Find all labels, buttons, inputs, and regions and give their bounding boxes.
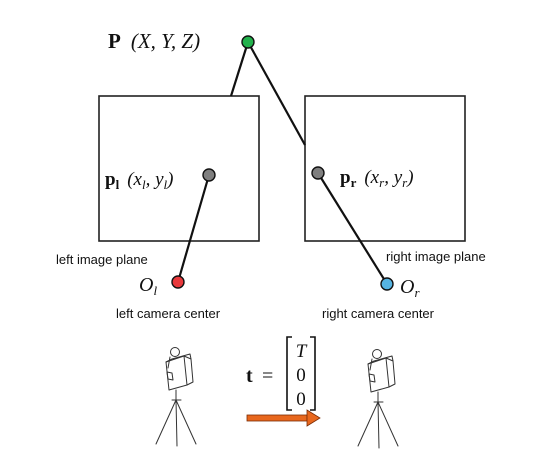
right-image-point-marker — [311, 166, 325, 180]
left-camera-center-marker — [171, 275, 185, 289]
matrix-left-bracket — [286, 336, 292, 411]
right-image-point-label: pr(xr, yr) — [340, 167, 414, 190]
left-camera-center-symbol: Ol — [139, 274, 157, 298]
left-camera-center-label: left camera center — [116, 306, 221, 321]
left-image-plane-label: left image plane — [56, 252, 148, 267]
matrix-row-3: 0 — [296, 389, 306, 410]
left-image-point-marker — [202, 168, 216, 182]
right-camera-center-symbol: Or — [400, 276, 420, 300]
matrix-row-1: T — [296, 341, 308, 362]
right-camera-icon — [357, 349, 399, 449]
right-camera-center-label: right camera center — [322, 306, 435, 321]
translation-arrow-head — [306, 409, 321, 427]
translation-equals: = — [262, 365, 273, 387]
translation-arrow — [246, 409, 321, 427]
ray-left-to-P — [229, 41, 250, 97]
ray-left-center-to-image-point — [176, 174, 211, 283]
left-image-plane — [98, 95, 260, 242]
matrix-right-bracket — [310, 336, 316, 411]
ray-right-center-to-image-point — [317, 172, 388, 285]
right-image-plane-label: right image plane — [386, 249, 486, 264]
translation-arrow-shaft — [246, 414, 308, 422]
point-P-label: P(X, Y, Z) — [108, 29, 200, 53]
matrix-row-2: 0 — [296, 365, 306, 386]
right-image-plane — [304, 95, 466, 242]
right-camera-center-marker — [380, 277, 394, 291]
point-P-marker — [241, 35, 255, 49]
translation-symbol: t — [246, 365, 253, 387]
left-image-point-label: pl(xl, yl) — [105, 169, 173, 192]
left-camera-icon — [155, 347, 197, 447]
ray-right-to-P — [247, 41, 306, 146]
